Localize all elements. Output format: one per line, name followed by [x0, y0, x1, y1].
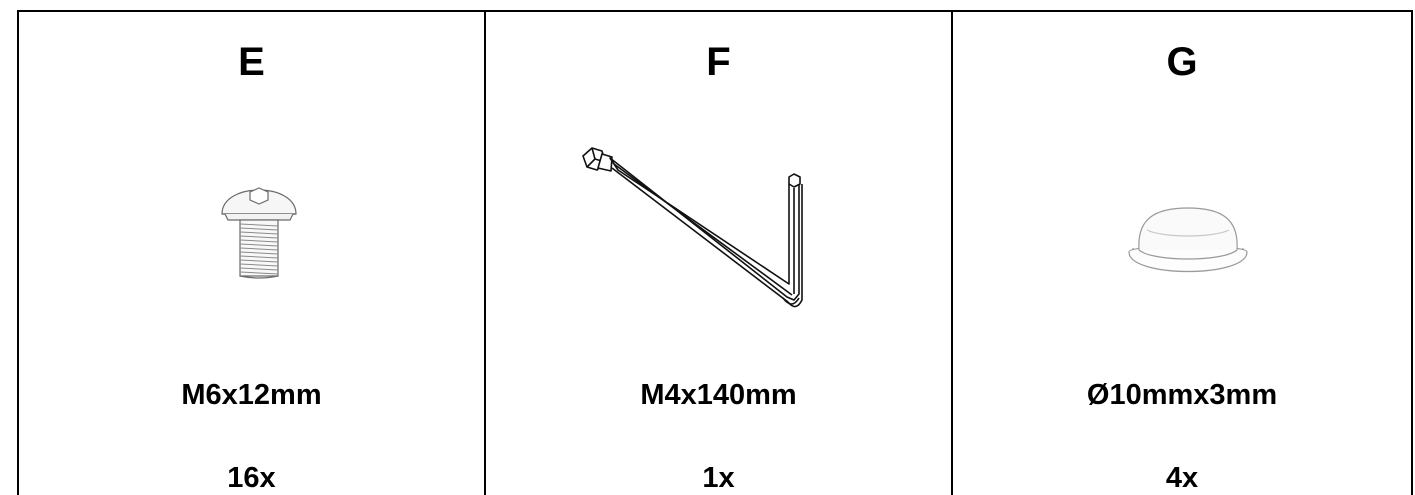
part-letter: F	[706, 40, 731, 84]
part-cell-e: E	[19, 12, 484, 495]
part-size: M6x12mm	[181, 379, 322, 411]
allen-key-icon	[578, 134, 828, 314]
button-head-bolt-icon	[214, 162, 304, 282]
part-size: Ø10mmx3mm	[1086, 379, 1278, 411]
part-letter: G	[1166, 40, 1198, 84]
part-letter: E	[238, 40, 265, 84]
part-cell-f: F M4x140mm 1x	[484, 12, 951, 495]
part-quantity: 4x	[1165, 462, 1199, 494]
part-size: M4x140mm	[640, 379, 797, 411]
rubber-bumper-foot-icon	[1123, 200, 1253, 280]
part-cell-g: G Ø10mmx3mm 4x	[951, 12, 1411, 495]
part-quantity: 1x	[702, 462, 735, 494]
part-quantity: 16x	[227, 462, 276, 494]
hardware-parts-table: E	[17, 10, 1413, 495]
